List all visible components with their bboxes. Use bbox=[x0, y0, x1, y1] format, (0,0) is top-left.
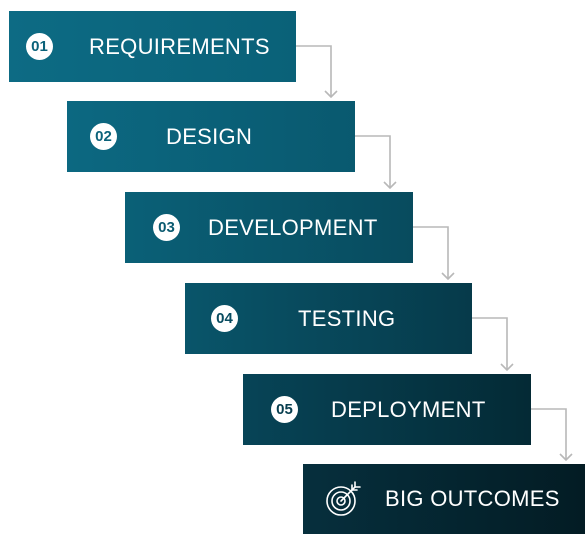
step-testing: 04 TESTING bbox=[185, 283, 472, 354]
step-number-badge: 03 bbox=[153, 214, 180, 241]
step-label: DESIGN bbox=[166, 123, 253, 149]
connector-1-to-2 bbox=[296, 45, 338, 99]
connector-5-to-6 bbox=[531, 408, 573, 462]
connector-2-to-3 bbox=[355, 135, 397, 190]
connector-4-to-5 bbox=[472, 317, 514, 372]
step-deployment: 05 DEPLOYMENT bbox=[243, 374, 531, 445]
step-label: TESTING bbox=[298, 305, 396, 331]
step-number-badge: 04 bbox=[211, 305, 238, 332]
step-design: 02 DESIGN bbox=[67, 101, 355, 172]
step-label: DEPLOYMENT bbox=[331, 396, 486, 422]
step-label: REQUIREMENTS bbox=[89, 33, 270, 59]
step-number-badge: 01 bbox=[26, 33, 53, 60]
step-development: 03 DEVELOPMENT bbox=[125, 192, 413, 263]
step-label: DEVELOPMENT bbox=[208, 214, 378, 240]
outcome-label: BIG OUTCOMES bbox=[385, 486, 560, 511]
connector-3-to-4 bbox=[413, 226, 455, 281]
step-number-badge: 02 bbox=[90, 123, 117, 150]
target-arrow-icon bbox=[326, 481, 361, 516]
step-number-badge: 05 bbox=[271, 396, 298, 423]
step-requirements: 01 REQUIREMENTS bbox=[9, 11, 296, 82]
step-big-outcomes: BIG OUTCOMES bbox=[303, 464, 585, 534]
